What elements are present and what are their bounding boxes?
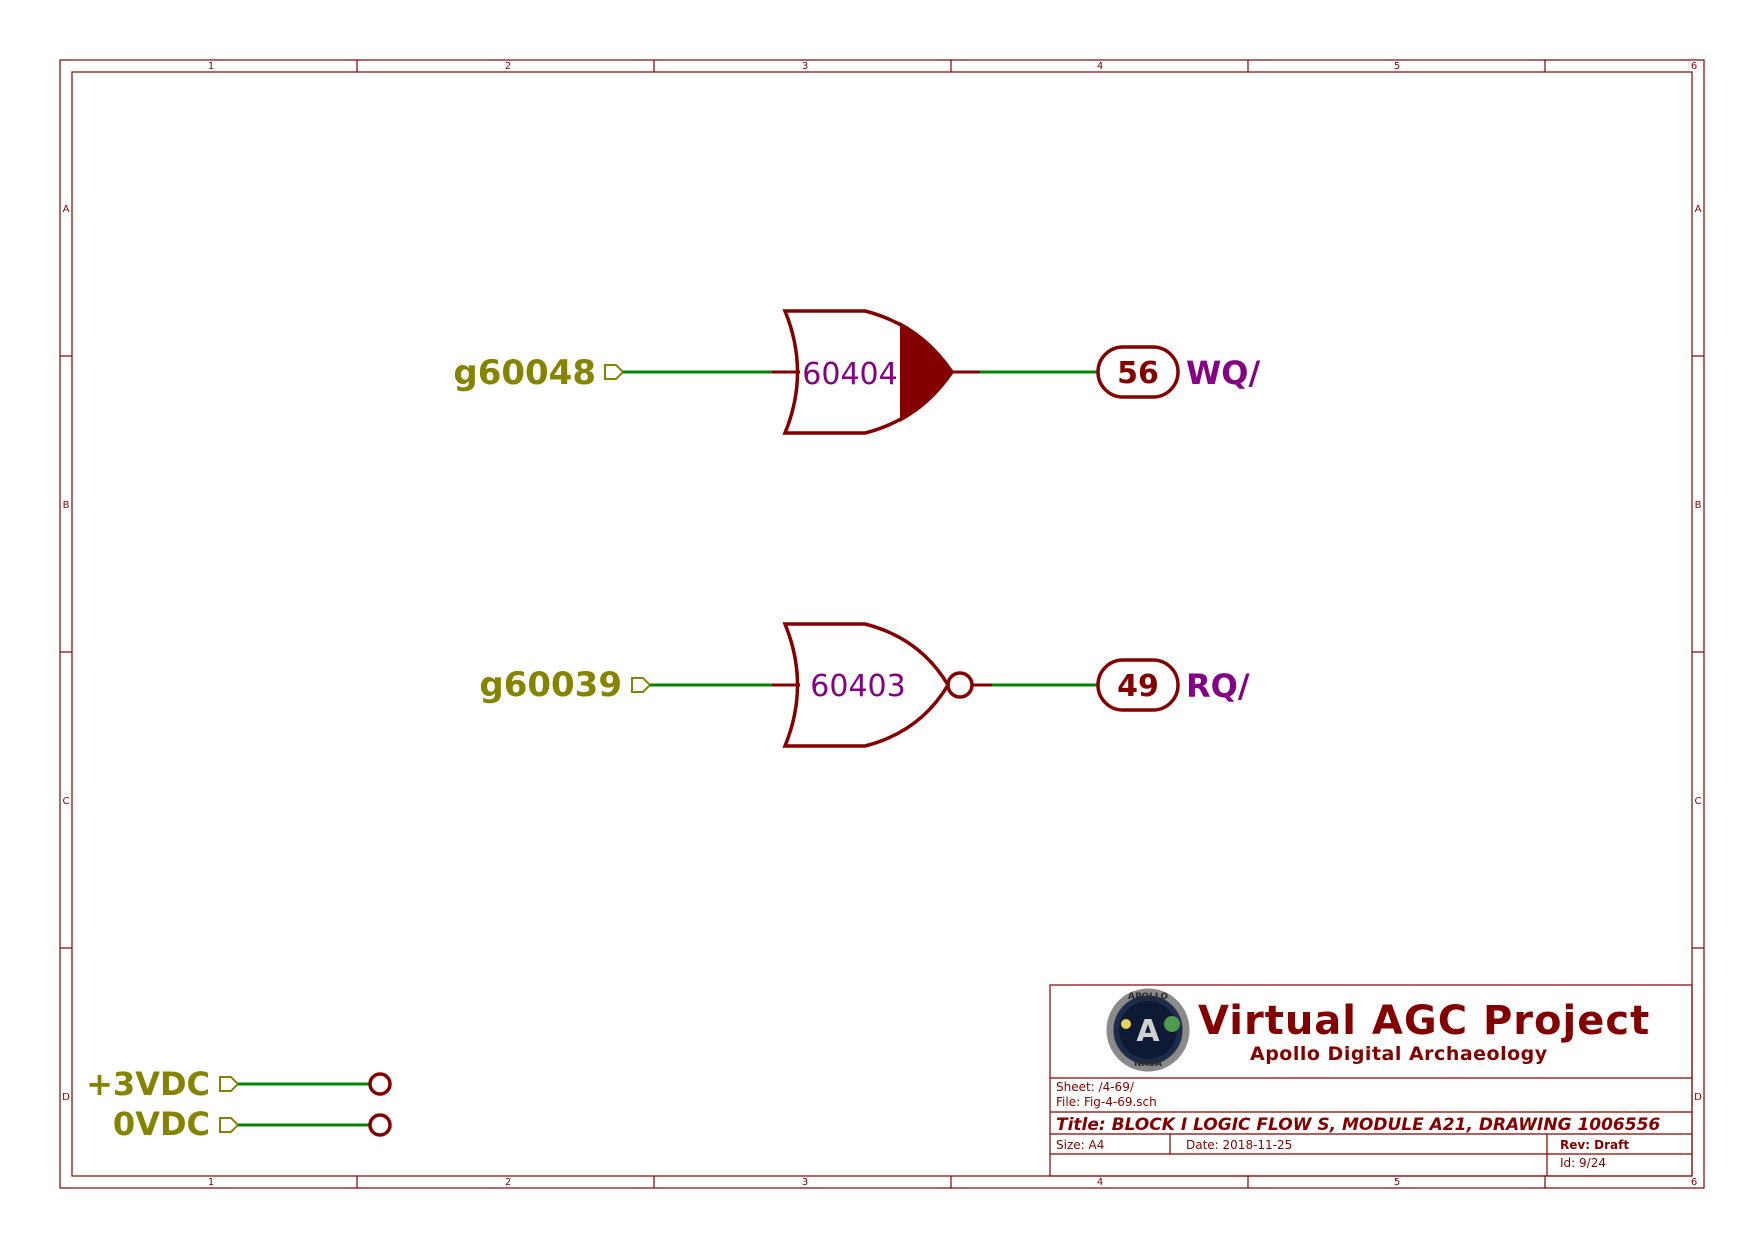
- gate-ref-60403: 60403: [810, 669, 905, 704]
- power-label: 0VDC: [113, 1105, 210, 1143]
- drawing-title: Title: BLOCK I LOGIC FLOW S, MODULE A21,…: [1056, 1115, 1660, 1135]
- power-3vdc: +3VDC: [86, 1065, 392, 1103]
- col-label-bottom: 1: [208, 1177, 214, 1188]
- output-label-WQ: WQ/: [1186, 354, 1261, 392]
- title-block-border: [1049, 984, 1693, 1177]
- row-label-right: C: [1695, 796, 1702, 807]
- or-gate-shape: [782, 309, 955, 435]
- drawing-frame: [59, 59, 1705, 1189]
- logo-letter: A: [1136, 1014, 1160, 1049]
- col-label-top: 1: [208, 61, 214, 72]
- col-label-bottom: 4: [1097, 1177, 1103, 1188]
- power-label: +3VDC: [86, 1065, 210, 1103]
- date-label: Date: 2018-11-25: [1186, 1138, 1292, 1152]
- power-terminal-icon: [368, 1072, 392, 1096]
- row-label-right: D: [1694, 1092, 1702, 1103]
- project-name: Virtual AGC Project: [1198, 998, 1650, 1044]
- power-port-icon: [219, 1117, 240, 1133]
- col-label-top: 2: [505, 61, 511, 72]
- row-label-right: A: [1695, 204, 1702, 215]
- nor-gate-shape: [782, 622, 951, 748]
- connector-number: 56: [1117, 356, 1159, 391]
- file-label: File: Fig-4-69.sch: [1056, 1095, 1157, 1109]
- project-subtitle: Apollo Digital Archaeology: [1250, 1043, 1548, 1065]
- id-label: Id: 9/24: [1560, 1156, 1606, 1170]
- col-label-bottom: 5: [1394, 1177, 1400, 1188]
- inner-border: [71, 71, 1693, 1177]
- power-0vdc: 0VDC: [113, 1105, 392, 1143]
- col-label-bottom: 6: [1691, 1177, 1697, 1188]
- col-label-top: 5: [1394, 61, 1400, 72]
- gate-ref-60404: 60404: [802, 357, 897, 392]
- input-label-g60048: g60048: [453, 353, 596, 393]
- sheet-label: Sheet: /4-69/: [1056, 1080, 1135, 1094]
- col-label-top: 3: [802, 61, 808, 72]
- gate-60403-group: g60039 60403 49 RQ/: [479, 622, 1250, 748]
- row-label-left: A: [63, 204, 70, 215]
- logo-ring-top: APOLLO: [1128, 992, 1168, 1002]
- size-label: Size: A4: [1056, 1138, 1104, 1152]
- apollo-logo: A APOLLO NASA: [1106, 988, 1190, 1072]
- row-label-left: B: [63, 500, 70, 511]
- gate-60404-group: g60048 60404 56 WQ/: [453, 309, 1261, 435]
- output-label-RQ: RQ/: [1186, 667, 1250, 705]
- connector-49: [1096, 658, 1180, 712]
- input-label-g60039: g60039: [479, 665, 622, 705]
- earth-icon: [1164, 1016, 1180, 1032]
- power-port-icon: [219, 1076, 240, 1092]
- col-label-bottom: 3: [802, 1177, 808, 1188]
- connector-number: 49: [1117, 669, 1159, 704]
- logo-disc: [1119, 1001, 1177, 1059]
- rev-label: Rev: Draft: [1560, 1138, 1629, 1152]
- logo-ring-bottom: NASA: [1134, 1059, 1162, 1069]
- gate-bubble-fill: [900, 322, 952, 422]
- inversion-bubble-icon: [946, 671, 974, 699]
- row-label-right: B: [1695, 500, 1702, 511]
- col-label-top: 4: [1097, 61, 1103, 72]
- outer-border: [59, 59, 1705, 1189]
- col-label-bottom: 2: [505, 1177, 511, 1188]
- input-port-icon: [604, 364, 625, 380]
- input-port-icon: [631, 677, 652, 693]
- power-terminal-icon: [368, 1113, 392, 1137]
- row-label-left: D: [62, 1092, 70, 1103]
- row-label-left: C: [63, 796, 70, 807]
- title-block: [1049, 984, 1693, 1177]
- connector-56: [1096, 345, 1180, 399]
- col-label-top: 6: [1691, 61, 1697, 72]
- moon-icon: [1121, 1019, 1131, 1029]
